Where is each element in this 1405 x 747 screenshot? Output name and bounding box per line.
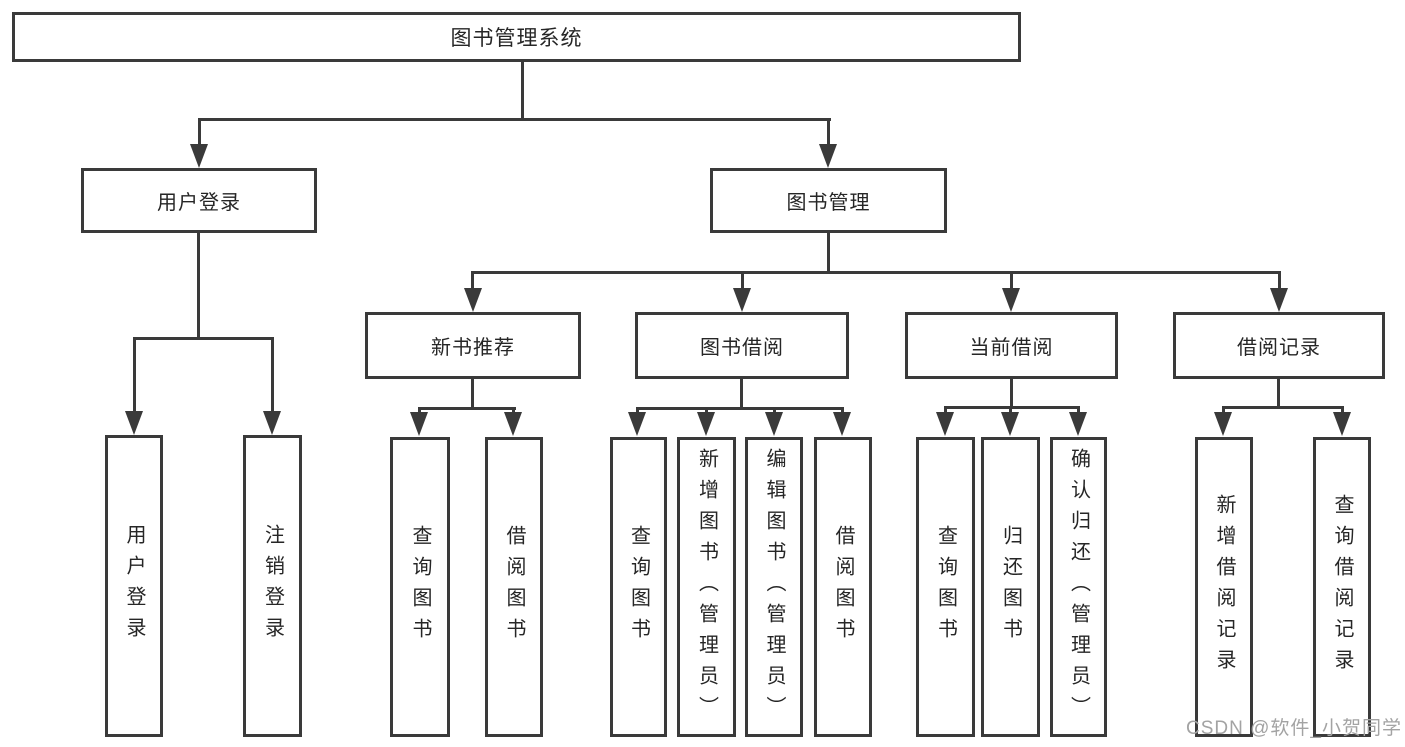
node-leaf-logout-label: 注销登录 [261, 524, 284, 648]
arrow-down-icon [1069, 412, 1087, 436]
node-cb-confirm-return-label: 确认归还（管理员） [1067, 447, 1090, 727]
arrow-down-icon [125, 411, 143, 435]
connector-line [1010, 271, 1013, 289]
connector-line [1222, 406, 1343, 409]
node-cb-confirm-return: 确认归还（管理员） [1050, 437, 1107, 737]
node-nb-borrow-book: 借阅图书 [485, 437, 543, 737]
node-cb-query-book-label: 查询图书 [934, 525, 957, 649]
node-borrow-record: 借阅记录 [1173, 312, 1385, 379]
node-bb-query-book: 查询图书 [610, 437, 667, 737]
connector-line [471, 271, 474, 289]
arrow-down-icon [697, 412, 715, 436]
connector-line [705, 407, 708, 414]
node-br-query-record-label: 查询借阅记录 [1331, 494, 1353, 680]
connector-line [827, 233, 830, 271]
connector-line [1009, 406, 1012, 414]
node-new-book: 新书推荐 [365, 312, 581, 379]
csdn-watermark: CSDN @软件_小贺同学 [1186, 718, 1402, 739]
connector-line [1277, 379, 1280, 406]
arrow-down-icon [263, 411, 281, 435]
connector-line [418, 407, 421, 414]
node-new-book-label: 新书推荐 [431, 337, 515, 359]
connector-line [636, 407, 639, 414]
node-nb-query-book: 查询图书 [390, 437, 450, 737]
connector-line [198, 118, 201, 146]
connector-line [944, 406, 947, 414]
node-bb-edit-book: 编辑图书（管理员） [745, 437, 803, 737]
connector-line [133, 337, 136, 413]
connector-line [741, 271, 744, 289]
connector-line [512, 407, 515, 414]
connector-line [1222, 406, 1225, 414]
node-book-management: 图书管理 [710, 168, 947, 233]
connector-line [198, 118, 831, 121]
connector-line [133, 337, 274, 340]
node-bb-borrow-book-label: 借阅图书 [832, 525, 854, 649]
node-root: 图书管理系统 [12, 12, 1021, 62]
node-leaf-user-login-label: 用户登录 [123, 524, 145, 648]
arrow-down-icon [1270, 288, 1288, 312]
node-user-login: 用户登录 [81, 168, 317, 233]
node-bb-add-book: 新增图书（管理员） [677, 437, 736, 737]
node-book-management-label: 图书管理 [786, 192, 871, 214]
node-bb-borrow-book: 借阅图书 [814, 437, 872, 737]
node-current-borrow: 当前借阅 [905, 312, 1118, 379]
node-br-add-record-label: 新增借阅记录 [1213, 494, 1235, 680]
connector-line [636, 407, 844, 410]
arrow-down-icon [504, 412, 522, 436]
node-nb-borrow-book-label: 借阅图书 [503, 525, 525, 649]
connector-line [773, 407, 776, 414]
connector-line [521, 61, 524, 119]
node-user-login-label: 用户登录 [157, 192, 241, 214]
node-book-borrow-label: 图书借阅 [700, 337, 784, 359]
connector-line [827, 118, 830, 146]
arrow-down-icon [1214, 412, 1232, 436]
connector-line [1077, 406, 1080, 414]
node-book-borrow: 图书借阅 [635, 312, 849, 379]
connector-line [841, 407, 844, 414]
node-br-add-record: 新增借阅记录 [1195, 437, 1253, 737]
arrow-down-icon [1001, 412, 1019, 436]
connector-line [197, 233, 200, 337]
connector-line [471, 271, 1281, 274]
node-bb-query-book-label: 查询图书 [627, 525, 650, 649]
node-current-borrow-label: 当前借阅 [969, 337, 1054, 359]
connector-line [418, 407, 516, 410]
node-cb-return-book: 归还图书 [981, 437, 1040, 737]
node-bb-edit-book-label: 编辑图书（管理员） [763, 447, 785, 727]
connector-line [740, 379, 743, 407]
node-cb-query-book: 查询图书 [916, 437, 975, 737]
node-cb-return-book-label: 归还图书 [999, 525, 1022, 649]
connector-line [1341, 406, 1344, 414]
arrow-down-icon [628, 412, 646, 436]
connector-line [1010, 379, 1013, 406]
arrow-down-icon [833, 412, 851, 436]
node-root-label: 图书管理系统 [450, 27, 583, 50]
connector-line [471, 379, 474, 407]
arrow-down-icon [1002, 288, 1020, 312]
arrow-down-icon [733, 288, 751, 312]
arrow-down-icon [936, 412, 954, 436]
arrow-down-icon [765, 412, 783, 436]
node-bb-add-book-label: 新增图书（管理员） [695, 447, 718, 727]
node-borrow-record-label: 借阅记录 [1237, 337, 1321, 359]
node-br-query-record: 查询借阅记录 [1313, 437, 1371, 737]
connector-line [1278, 271, 1281, 289]
arrow-down-icon [819, 144, 837, 168]
node-leaf-user-login: 用户登录 [105, 435, 163, 737]
arrow-down-icon [464, 288, 482, 312]
arrow-down-icon [190, 144, 208, 168]
node-nb-query-book-label: 查询图书 [409, 525, 431, 649]
node-leaf-logout: 注销登录 [243, 435, 302, 737]
arrow-down-icon [410, 412, 428, 436]
connector-line [271, 337, 274, 413]
arrow-down-icon [1333, 412, 1351, 436]
